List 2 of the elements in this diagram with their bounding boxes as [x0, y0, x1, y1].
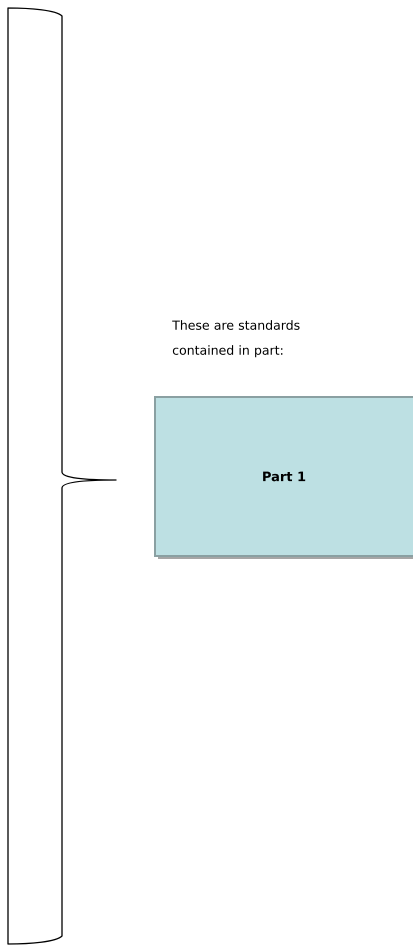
process-box: Part 1: [154, 396, 413, 559]
heading-text: These are standards contained in part:: [172, 320, 300, 358]
